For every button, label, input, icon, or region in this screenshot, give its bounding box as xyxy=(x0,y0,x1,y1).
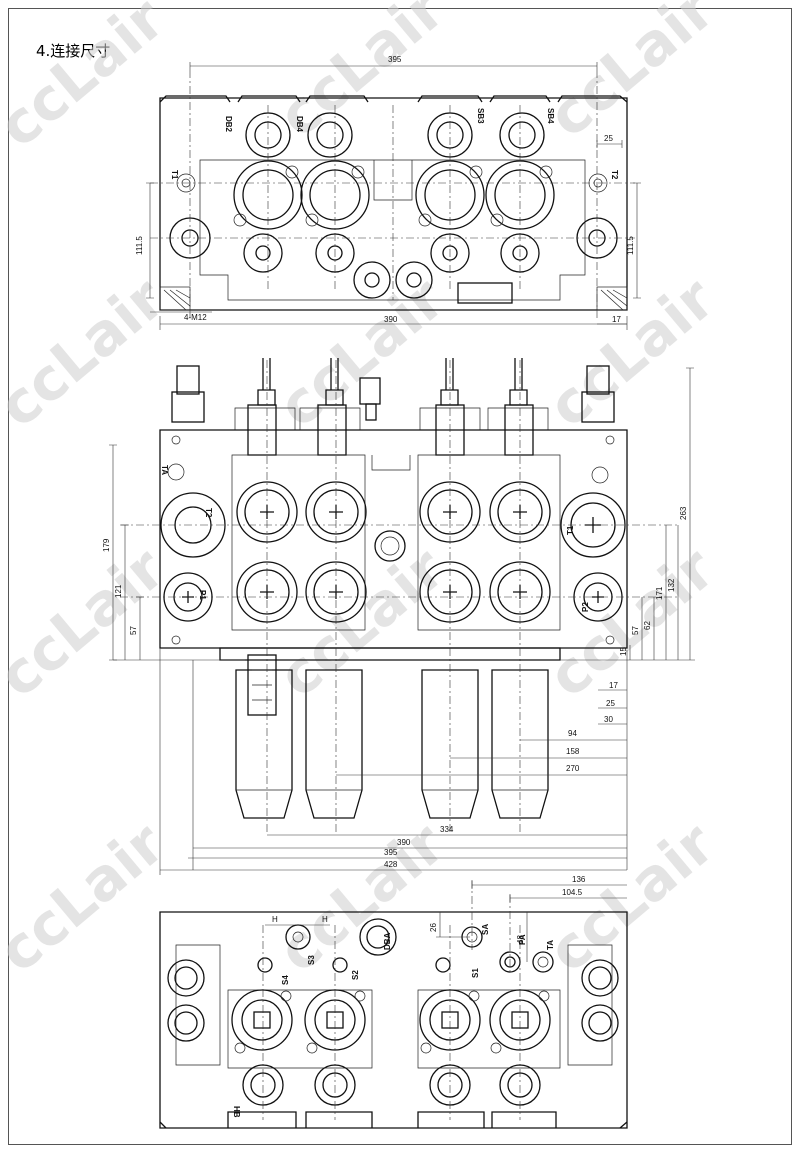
watermark-11: ccLair xyxy=(265,809,457,986)
dim-h-left: H xyxy=(272,915,278,924)
front-port-p2: P2 xyxy=(581,602,590,612)
dim-h-right: H xyxy=(322,915,328,924)
dim-94: 94 xyxy=(568,729,577,738)
port-label-sb4: SB4 xyxy=(546,108,555,124)
watermark-1: ccLair xyxy=(0,0,177,161)
dim-179: 179 xyxy=(102,538,111,552)
bottom-flanges xyxy=(231,989,551,1054)
front-port-t1: T1 xyxy=(566,525,575,535)
spool-caps xyxy=(219,647,561,819)
dim-158: 158 xyxy=(566,747,580,756)
watermark-12: ccLair xyxy=(535,809,727,986)
dim-26: 26 xyxy=(429,923,438,932)
watermark-6: ccLair xyxy=(535,264,727,441)
dim-334: 334 xyxy=(440,825,454,834)
dim-57-left: 57 xyxy=(129,626,138,635)
dim-428: 428 xyxy=(384,860,398,869)
bottom-view: DBA SA PA TA S1 S2 S3 S4 HB 136 104.5 26… xyxy=(159,875,628,1129)
dim-395-top: 395 xyxy=(388,55,402,64)
top-flanges xyxy=(233,160,555,230)
dim-30: 30 xyxy=(604,715,613,724)
dim-25-front: 25 xyxy=(606,699,615,708)
port-label-t2: T2 xyxy=(610,170,619,180)
front-port-t2: T2 xyxy=(204,508,213,518)
front-top-fittings xyxy=(171,358,615,456)
watermark-10: ccLair xyxy=(0,809,177,986)
front-upper-ports xyxy=(160,481,626,558)
bottom-port-sa: SA xyxy=(481,924,490,935)
bottom-port-pa: PA xyxy=(518,934,527,945)
front-view: T2 T1 TA P1 P2 179 121 57 263 132 171 62… xyxy=(102,358,695,875)
dim-25: 25 xyxy=(604,134,613,143)
watermark-3: ccLair xyxy=(535,0,727,151)
dim-171: 171 xyxy=(655,586,664,600)
bottom-port-s3: S3 xyxy=(307,955,316,965)
section-title: 4.连接尺寸 xyxy=(36,42,111,60)
port-label-t1: T1 xyxy=(170,170,179,180)
port-label-db4: DB4 xyxy=(295,116,304,133)
dim-48: 48 xyxy=(516,935,525,944)
dim-62: 62 xyxy=(643,621,652,630)
bottom-port-s1: S1 xyxy=(471,968,480,978)
dim-17-top: 17 xyxy=(612,315,621,324)
dim-17-front: 17 xyxy=(609,681,618,690)
bottom-port-s4: S4 xyxy=(281,975,290,985)
dim-136: 136 xyxy=(572,875,586,884)
front-port-ta: TA xyxy=(160,465,169,475)
port-label-db2: DB2 xyxy=(224,116,233,133)
top-ports xyxy=(245,112,545,158)
watermark-9: ccLair xyxy=(535,534,727,711)
dim-390-front: 390 xyxy=(397,838,411,847)
front-port-p1: P1 xyxy=(198,590,207,600)
dim-132: 132 xyxy=(667,578,676,592)
dim-390-top: 390 xyxy=(384,315,398,324)
bottom-port-hb: HB xyxy=(232,1106,241,1118)
watermark-7: ccLair xyxy=(0,534,177,711)
bottom-port-s2: S2 xyxy=(351,970,360,980)
bottom-side-ports xyxy=(167,959,619,1042)
dim-15: 15 xyxy=(619,647,628,656)
dim-263: 263 xyxy=(679,506,688,520)
port-label-sb3: SB3 xyxy=(476,108,485,124)
bottom-port-dba: DBA xyxy=(383,932,392,950)
dim-270: 270 xyxy=(566,764,580,773)
dim-111-5-right: 111.5 xyxy=(626,236,635,255)
dim-395-front: 395 xyxy=(384,848,398,857)
watermark-4: ccLair xyxy=(0,264,177,441)
drawing-frame xyxy=(8,8,792,1145)
dim-111-5-left: 111.5 xyxy=(135,236,144,255)
bottom-lower-ports xyxy=(242,1064,541,1106)
dim-121: 121 xyxy=(114,584,123,598)
thread-spec: 4-M12 xyxy=(184,313,207,322)
watermarks: ccLair ccLair ccLair ccLair ccLair ccLai… xyxy=(0,0,727,986)
top-view: DB2 DB4 SB3 SB4 T1 T2 395 25 111.5 111.5… xyxy=(135,55,641,330)
bottom-port-ta: TA xyxy=(546,940,555,950)
dim-104-5: 104.5 xyxy=(562,888,583,897)
dim-57-right: 57 xyxy=(631,626,640,635)
